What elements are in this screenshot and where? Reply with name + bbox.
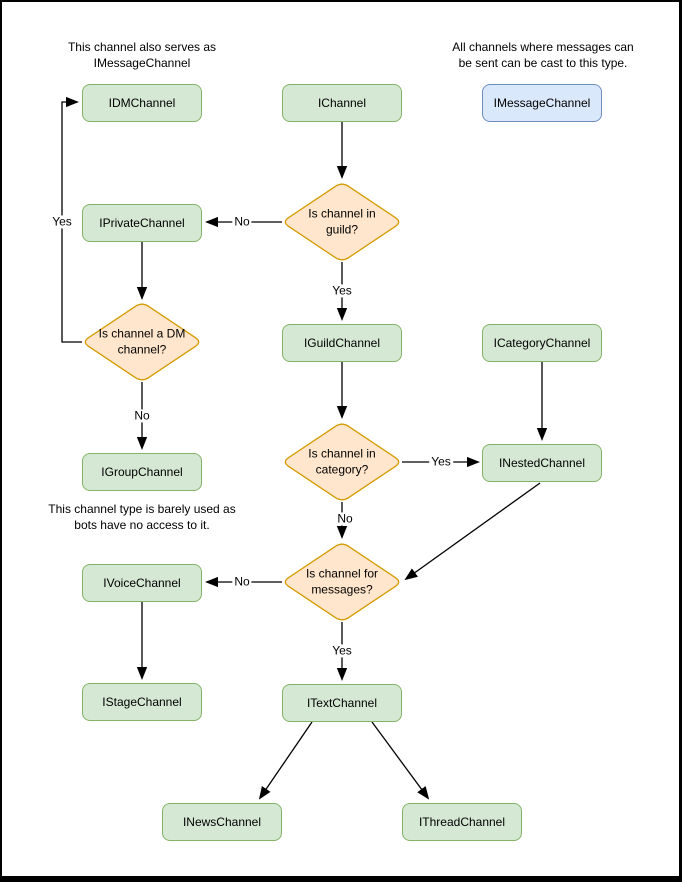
edge-inestedchannel-to-messages-decision <box>404 482 541 581</box>
edge-itextchannel-to-ithreadchannel <box>371 721 430 800</box>
node-itextchannel: ITextChannel <box>282 684 402 722</box>
node-igroupchannel: IGroupChannel <box>82 453 202 491</box>
decision-is-channel-a-dm-shape <box>84 303 200 381</box>
edge-label-guild-yes: Yes <box>330 283 354 298</box>
decision-is-channel-a-dm-label: Is channel a DM channel? <box>98 326 186 356</box>
edge-label-category-no: No <box>335 511 355 526</box>
edge-label-messages-no: No <box>232 574 252 589</box>
node-iguildchannel: IGuildChannel <box>282 324 402 362</box>
node-inewschannel: INewsChannel <box>162 803 282 841</box>
node-iprivatechannel: IPrivateChannel <box>82 204 202 242</box>
node-ichannel: IChannel <box>282 84 402 122</box>
decision-is-channel-in-category-label: Is channel in category? <box>308 446 376 476</box>
edge-label-messages-yes: Yes <box>330 643 354 658</box>
decision-is-channel-in-category-shape <box>284 423 400 501</box>
note-idmchannel: This channel also serves as IMessageChan… <box>67 40 217 71</box>
edge-label-dm-no: No <box>132 408 152 423</box>
decision-is-channel-in-guild-label: Is channel in guild? <box>308 206 376 236</box>
edge-itextchannel-to-inewschannel <box>258 721 313 800</box>
note-igroupchannel: This channel type is barely used as bots… <box>48 502 236 533</box>
node-imessagechannel: IMessageChannel <box>482 84 602 122</box>
node-inestedchannel: INestedChannel <box>482 444 602 482</box>
decision-is-channel-for-messages-shape <box>284 543 400 621</box>
decision-is-channel-in-guild-shape <box>284 183 400 261</box>
node-ivoicechannel: IVoiceChannel <box>82 564 202 602</box>
edge-label-guild-no: No <box>232 214 252 229</box>
edge-label-category-yes: Yes <box>429 454 453 469</box>
node-icategorychannel: ICategoryChannel <box>482 324 602 362</box>
decision-is-channel-for-messages-label: Is channel for messages? <box>305 566 379 596</box>
node-idmchannel: IDMChannel <box>82 84 202 122</box>
edge-label-dm-yes: Yes <box>50 214 74 229</box>
node-istagechannel: IStageChannel <box>82 683 202 721</box>
node-ithreadchannel: IThreadChannel <box>402 803 522 841</box>
note-imessagechannel: All channels where messages can be sent … <box>452 40 634 71</box>
